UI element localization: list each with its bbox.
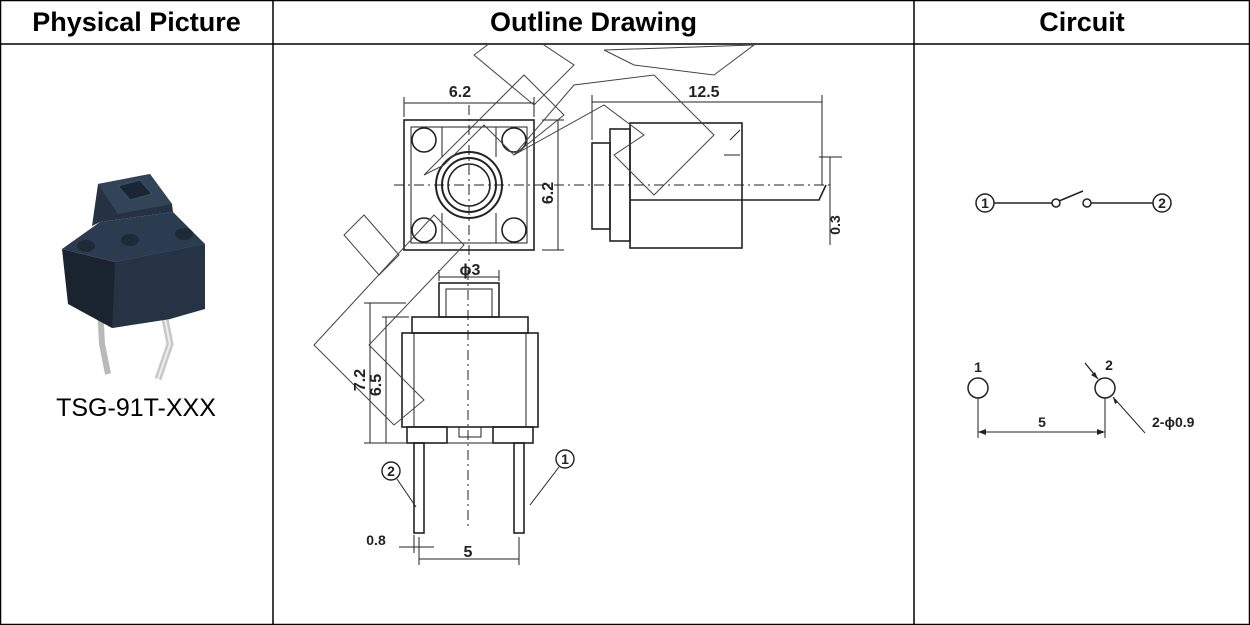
dim-body-height: 6.5 bbox=[368, 374, 385, 396]
watermark-logo bbox=[313, 45, 755, 426]
tact-switch-photo bbox=[62, 174, 205, 381]
circuit-terminal-1: 1 bbox=[981, 195, 989, 211]
dim-width: 6.2 bbox=[449, 84, 471, 101]
pad-1-label: 1 bbox=[974, 359, 982, 375]
outline-drawing: 6.2 12.5 6.2 0.3 ϕ3 7.2 6.5 0.8 5 2 1 bbox=[313, 45, 843, 565]
front-view bbox=[364, 270, 575, 565]
dim-side-length: 12.5 bbox=[688, 84, 719, 101]
dim-lead-thickness: 0.3 bbox=[827, 215, 843, 235]
footprint-pitch: 5 bbox=[1038, 414, 1046, 430]
pin-2-callout: 2 bbox=[387, 463, 395, 479]
circuit-terminal-2: 2 bbox=[1158, 195, 1166, 211]
header-circuit: Circuit bbox=[1039, 6, 1125, 37]
header-physical-picture: Physical Picture bbox=[32, 6, 241, 37]
dim-pin-width: 0.8 bbox=[366, 532, 386, 548]
product-model: TSG-91T-XXX bbox=[56, 394, 216, 422]
hole-spec: 2-ϕ0.9 bbox=[1152, 414, 1195, 430]
circuit-diagram: 1 2 1 2 5 2-ϕ0.9 bbox=[967, 190, 1195, 438]
header-outline-drawing: Outline Drawing bbox=[489, 6, 697, 37]
side-view bbox=[591, 95, 842, 249]
pin-1-callout: 1 bbox=[561, 451, 569, 467]
dim-pin-pitch: 5 bbox=[464, 544, 473, 561]
dim-actuator-dia: ϕ3 bbox=[460, 262, 481, 279]
pad-2-label: 2 bbox=[1105, 357, 1113, 373]
dim-total-height: 7.2 bbox=[352, 369, 369, 391]
top-view bbox=[394, 97, 834, 263]
dim-height-top: 6.2 bbox=[540, 182, 557, 204]
